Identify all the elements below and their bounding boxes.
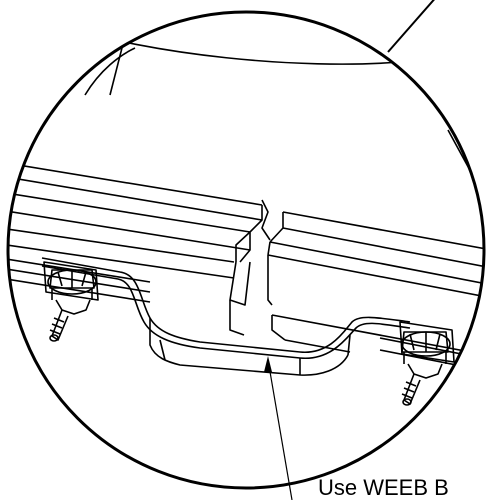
callout-arrowhead [264, 356, 272, 372]
module-frame-curve [59, 24, 484, 141]
hex-bolt-icon [401, 331, 451, 406]
bonding-jumper [41, 257, 411, 376]
callout-label: Use WEEB B [318, 475, 449, 500]
right-bolt [401, 331, 451, 406]
rail-break-line [261, 199, 271, 241]
left-bolt [47, 269, 97, 342]
left-rail [8, 161, 263, 336]
callout-leader [267, 359, 293, 500]
left-clamp-plate [43, 261, 99, 301]
detail-contents [8, 24, 484, 406]
detail-leader-line [387, 0, 435, 53]
hex-bolt-icon [47, 269, 97, 342]
module-frame-slant [109, 39, 125, 96]
right-rail [267, 211, 484, 357]
detail-circle [6, 10, 486, 490]
module-frame-curve-inner [84, 47, 136, 96]
